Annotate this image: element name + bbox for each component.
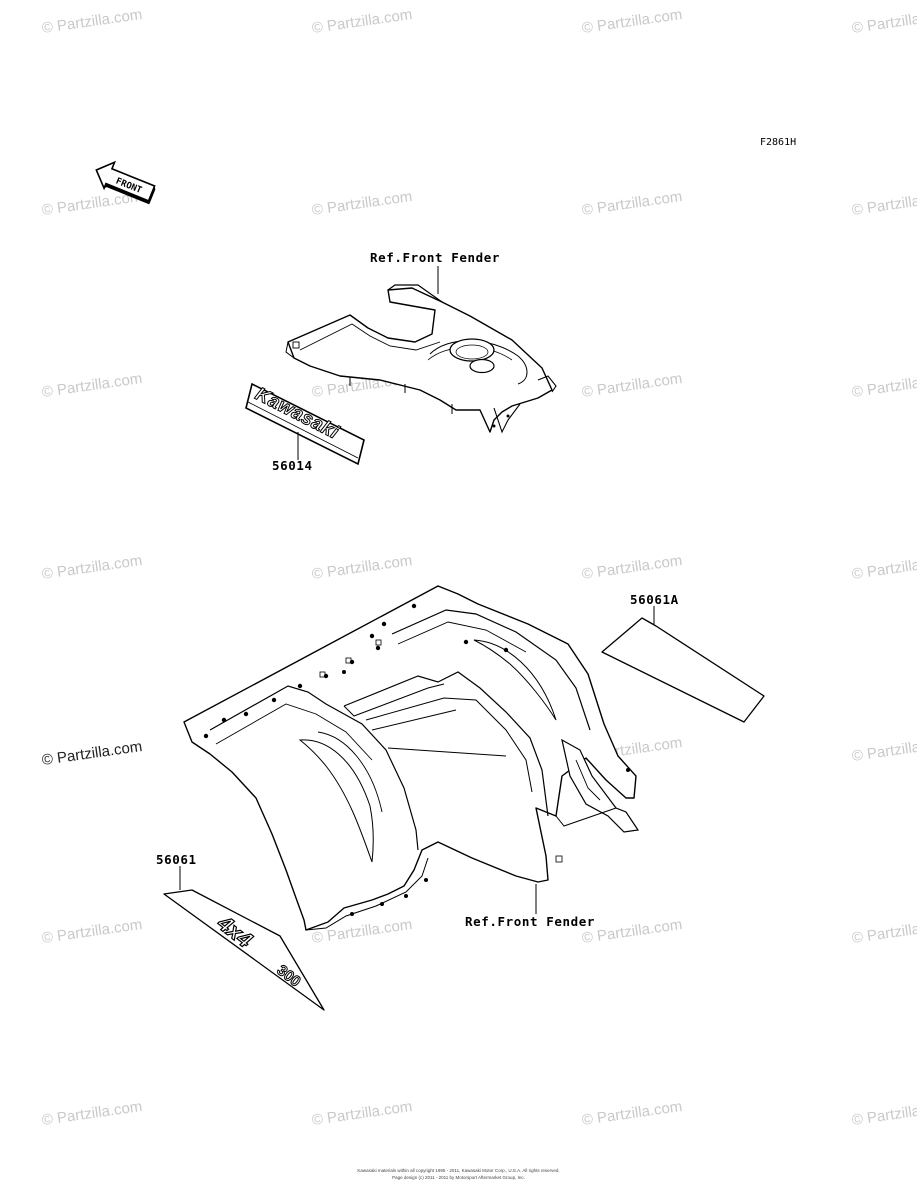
leader-line xyxy=(437,266,439,294)
watermark: © Partzilla.com xyxy=(850,734,917,765)
figure-code: F2861H xyxy=(760,137,797,148)
front-arrow-icon: FRONT xyxy=(95,160,156,205)
decal-kawasaki-drawing: Kawasaki xyxy=(245,382,365,466)
watermark: © Partzilla.com xyxy=(310,188,414,219)
label-part-56014: 56014 xyxy=(272,458,313,473)
label-ref-front-fender-top: Ref.Front Fender xyxy=(370,250,501,265)
watermark: © Partzilla.com xyxy=(310,1098,414,1129)
watermark: © Partzilla.com xyxy=(580,370,684,401)
watermark: © Partzilla.com xyxy=(40,552,144,583)
watermark: © Partzilla.com xyxy=(850,552,917,583)
decal-56061-drawing: 4x4 300 xyxy=(163,866,325,1011)
leader-line xyxy=(297,432,299,460)
watermark: © Partzilla.com xyxy=(40,370,144,401)
watermark: © Partzilla.com xyxy=(40,6,144,37)
watermark: © Partzilla.com xyxy=(310,552,414,583)
watermark: © Partzilla.com xyxy=(580,6,684,37)
watermark: © Partzilla.com xyxy=(850,1098,917,1129)
footer-copyright: Kawasaki materials within all copyright … xyxy=(357,1168,560,1173)
label-ref-front-fender-bottom: Ref.Front Fender xyxy=(465,914,596,929)
watermark: © Partzilla.com xyxy=(850,188,917,219)
footer-design: Page design (c) 2011 - 2011 by Motorspor… xyxy=(392,1175,525,1180)
watermark: © Partzilla.com xyxy=(850,6,917,37)
watermark: © Partzilla.com xyxy=(580,188,684,219)
watermark: © Partzilla.com xyxy=(310,6,414,37)
watermark: © Partzilla.com xyxy=(40,916,144,947)
label-part-56061A: 56061A xyxy=(630,592,679,607)
watermark: © Partzilla.com xyxy=(40,1098,144,1129)
watermark: © Partzilla.com xyxy=(850,370,917,401)
front-fender-top-drawing xyxy=(285,284,557,434)
watermark: © Partzilla.com xyxy=(580,1098,684,1129)
decal-56061A-drawing xyxy=(601,606,765,723)
watermark-dark: © Partzilla.com xyxy=(40,738,144,769)
leader-line xyxy=(535,884,537,914)
watermark: © Partzilla.com xyxy=(850,916,917,947)
watermark: © Partzilla.com xyxy=(580,552,684,583)
rear-fender-drawing xyxy=(183,585,640,931)
label-part-56061: 56061 xyxy=(156,852,197,867)
